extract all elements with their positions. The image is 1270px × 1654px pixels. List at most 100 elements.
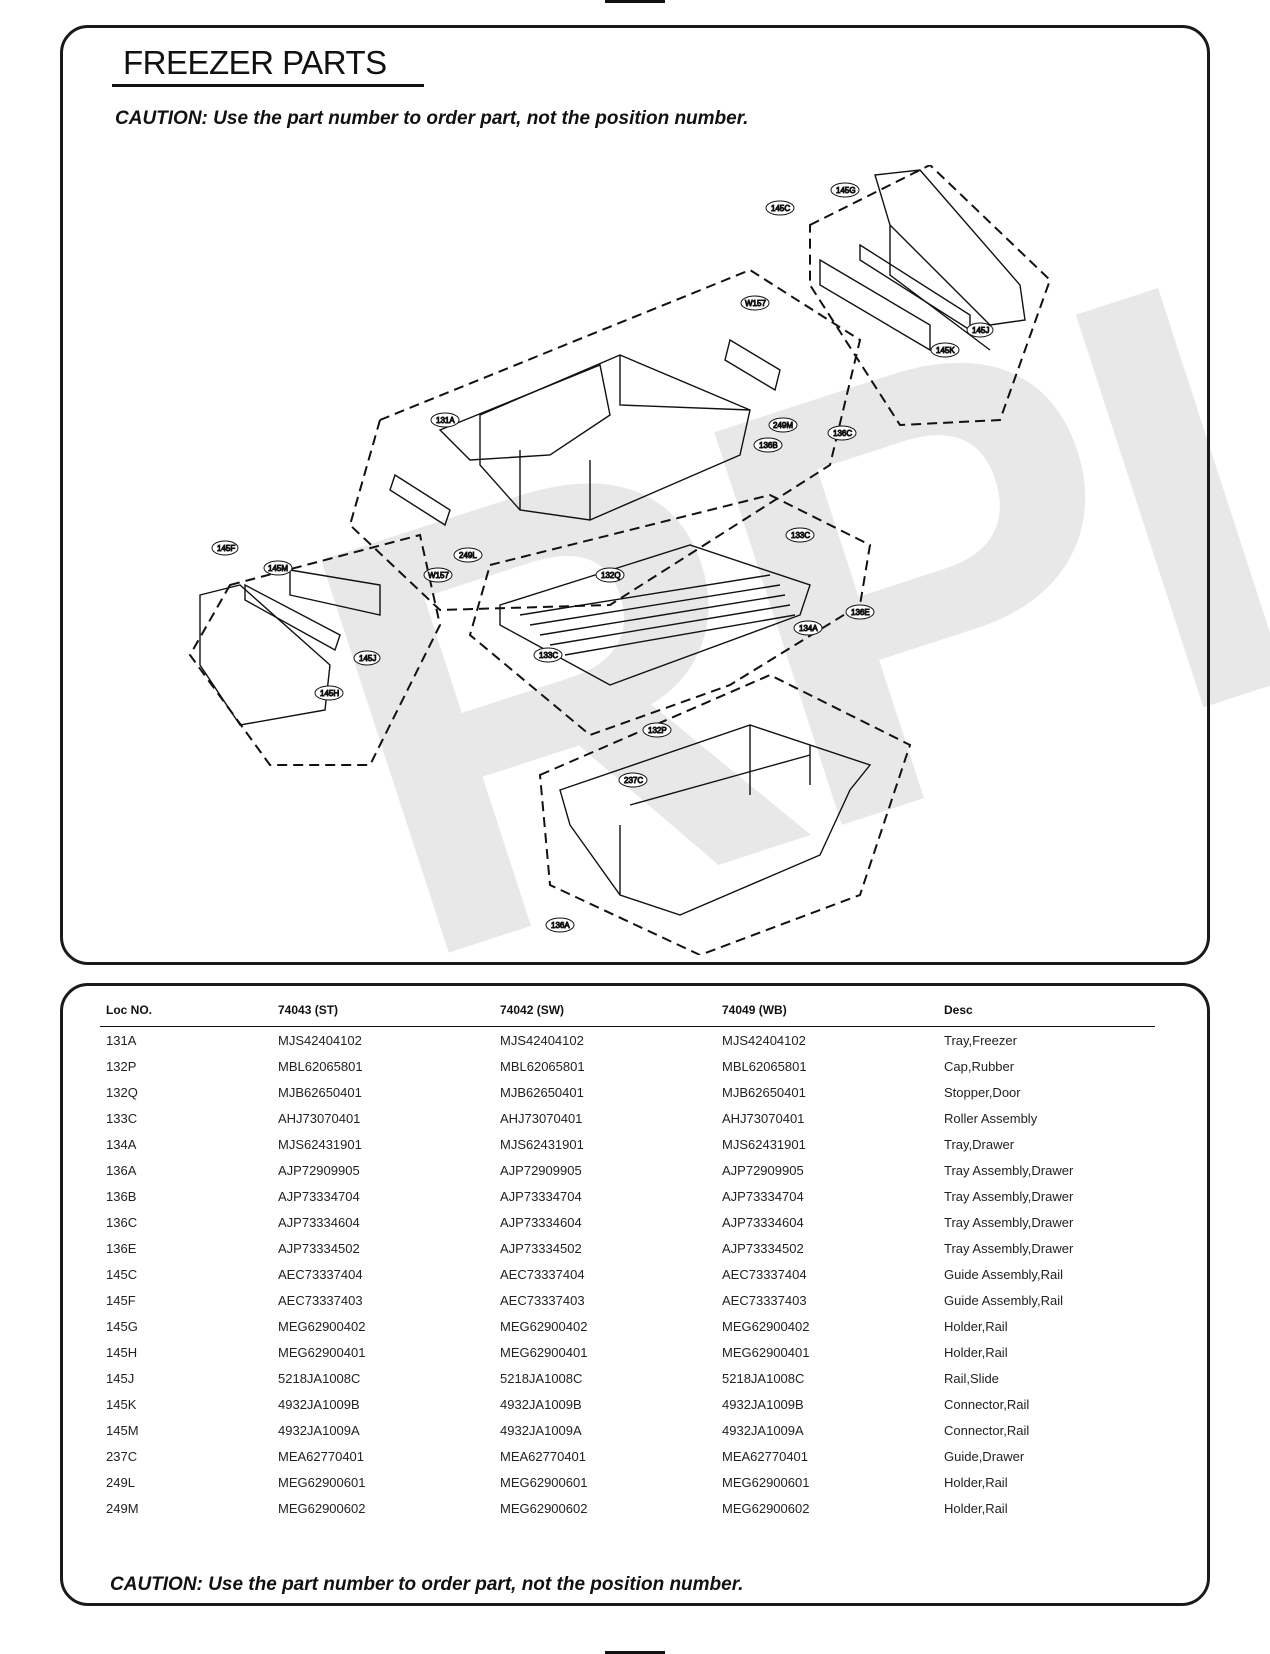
svg-text:249M: 249M (773, 421, 793, 430)
cell-part-74042-sw: MEG62900602 (500, 1500, 588, 1516)
tray-drawer-134A (499, 544, 811, 686)
callout-133C-bottom: 133C (533, 647, 563, 663)
callout-249L: 249L (453, 547, 483, 563)
svg-text:133C: 133C (539, 651, 558, 660)
cell-loc-no: 145C (106, 1266, 138, 1282)
page-top-marker (605, 0, 665, 3)
cell-part-74043-st: 4932JA1009A (278, 1422, 360, 1438)
group-outline-145F (188, 533, 442, 766)
cell-part-74042-sw: MEG62900601 (500, 1474, 588, 1490)
cell-loc-no: 132Q (106, 1084, 138, 1100)
callout-136A: 136A (545, 917, 575, 933)
cell-part-74043-st: MEG62900401 (278, 1344, 366, 1360)
group-outline-136A (538, 673, 912, 955)
diagram-panel (60, 25, 1210, 965)
cell-loc-no: 145G (106, 1318, 138, 1334)
cell-part-74043-st: MEA62770401 (278, 1448, 365, 1464)
header-74043-st: 74043 (ST) (272, 1000, 494, 1027)
cell-desc: Guide,Drawer (944, 1448, 1025, 1464)
header-loc-no: Loc NO. (100, 1000, 272, 1027)
connector-rail-145M (289, 569, 381, 616)
callout-134A: 134A (793, 620, 823, 636)
rail-slide-145J-left (244, 583, 341, 652)
tray-assembly-136A (559, 724, 872, 916)
callout-W157-top: W157 (740, 295, 770, 311)
cell-part-74042-sw: AJP73334604 (500, 1214, 582, 1230)
header-74049-wb: 74049 (WB) (716, 1000, 938, 1027)
cell-desc: Tray Assembly,Drawer (944, 1214, 1074, 1230)
tray-freezer-131A (438, 364, 611, 461)
parts-table-panel (60, 983, 1210, 1606)
callout-W157-bottom: W157 (423, 567, 453, 583)
cell-part-74042-sw: AJP73334704 (500, 1188, 582, 1204)
cell-part-74043-st: 5218JA1008C (278, 1370, 361, 1386)
callout-131A: 131A (430, 412, 460, 428)
group-outline-136C (348, 268, 862, 612)
parts-table: Loc NO. 74043 (ST) 74042 (SW) 74049 (WB)… (100, 1000, 1155, 1521)
cell-part-74042-sw: MJB62650401 (500, 1084, 584, 1100)
cell-part-74049-wb: 4932JA1009A (722, 1422, 804, 1438)
svg-text:136C: 136C (833, 429, 852, 438)
svg-text:131A: 131A (436, 416, 455, 425)
cell-part-74043-st: 4932JA1009B (278, 1396, 360, 1412)
svg-text:136B: 136B (759, 441, 778, 450)
holder-rail-249L (389, 473, 451, 527)
holder-rail-145G (874, 169, 1026, 351)
svg-text:145F: 145F (217, 544, 235, 553)
group-outline-145C (809, 165, 1052, 427)
svg-text:145C: 145C (771, 204, 790, 213)
cell-loc-no: 136A (106, 1162, 137, 1178)
cell-part-74042-sw: 5218JA1008C (500, 1370, 583, 1386)
svg-text:145G: 145G (836, 186, 856, 195)
cell-part-74043-st: AJP72909905 (278, 1162, 360, 1178)
cell-desc: Tray Assembly,Drawer (944, 1188, 1074, 1204)
cell-loc-no: 145K (106, 1396, 137, 1412)
cell-part-74043-st: AJP73334704 (278, 1188, 360, 1204)
cell-loc-no: 134A (106, 1136, 137, 1152)
cell-part-74049-wb: MEG62900402 (722, 1318, 810, 1334)
cell-part-74042-sw: AJP72909905 (500, 1162, 582, 1178)
cell-desc: Tray,Drawer (944, 1136, 1015, 1152)
page-title: FREEZER PARTS (123, 44, 387, 81)
cell-part-74042-sw: MBL62065801 (500, 1058, 585, 1074)
callout-145F: 145F (211, 540, 239, 556)
callout-133C-top: 133C (785, 527, 815, 543)
cell-desc: Tray Assembly,Drawer (944, 1240, 1074, 1256)
cell-part-74042-sw: MEA62770401 (500, 1448, 587, 1464)
cell-desc: Tray Assembly,Drawer (944, 1162, 1074, 1178)
table-header-row: Loc NO. 74043 (ST) 74042 (SW) 74049 (WB)… (100, 1000, 1155, 1027)
holder-rail-145H (199, 584, 331, 726)
cell-desc: Tray,Freezer (944, 1032, 1017, 1048)
tray-drawer-136B (479, 354, 751, 521)
svg-text:145M: 145M (268, 564, 288, 573)
cell-part-74049-wb: AHJ73070401 (722, 1110, 805, 1126)
cell-loc-no: 145M (106, 1422, 139, 1438)
cell-desc: Holder,Rail (944, 1318, 1008, 1334)
callout-132P: 132P (642, 722, 672, 738)
svg-text:W157: W157 (428, 571, 449, 580)
cell-part-74042-sw: MJS42404102 (500, 1032, 584, 1048)
cell-part-74049-wb: MEG62900601 (722, 1474, 810, 1490)
cell-part-74049-wb: AJP73334704 (722, 1188, 804, 1204)
callout-145J-left: 145J (353, 650, 381, 666)
cell-part-74043-st: AJP73334502 (278, 1240, 360, 1256)
callout-145J: 145J (966, 322, 994, 338)
cell-part-74043-st: AHJ73070401 (278, 1110, 361, 1126)
cell-desc: Roller Assembly (944, 1110, 1038, 1126)
svg-text:136A: 136A (551, 921, 570, 930)
svg-text:249L: 249L (459, 551, 477, 560)
cell-part-74043-st: MBL62065801 (278, 1058, 363, 1074)
svg-text:145J: 145J (972, 326, 989, 335)
cell-part-74049-wb: AJP73334604 (722, 1214, 804, 1230)
cell-desc: Holder,Rail (944, 1344, 1008, 1360)
cell-part-74043-st: MJB62650401 (278, 1084, 362, 1100)
callout-136B: 136B (753, 437, 783, 453)
